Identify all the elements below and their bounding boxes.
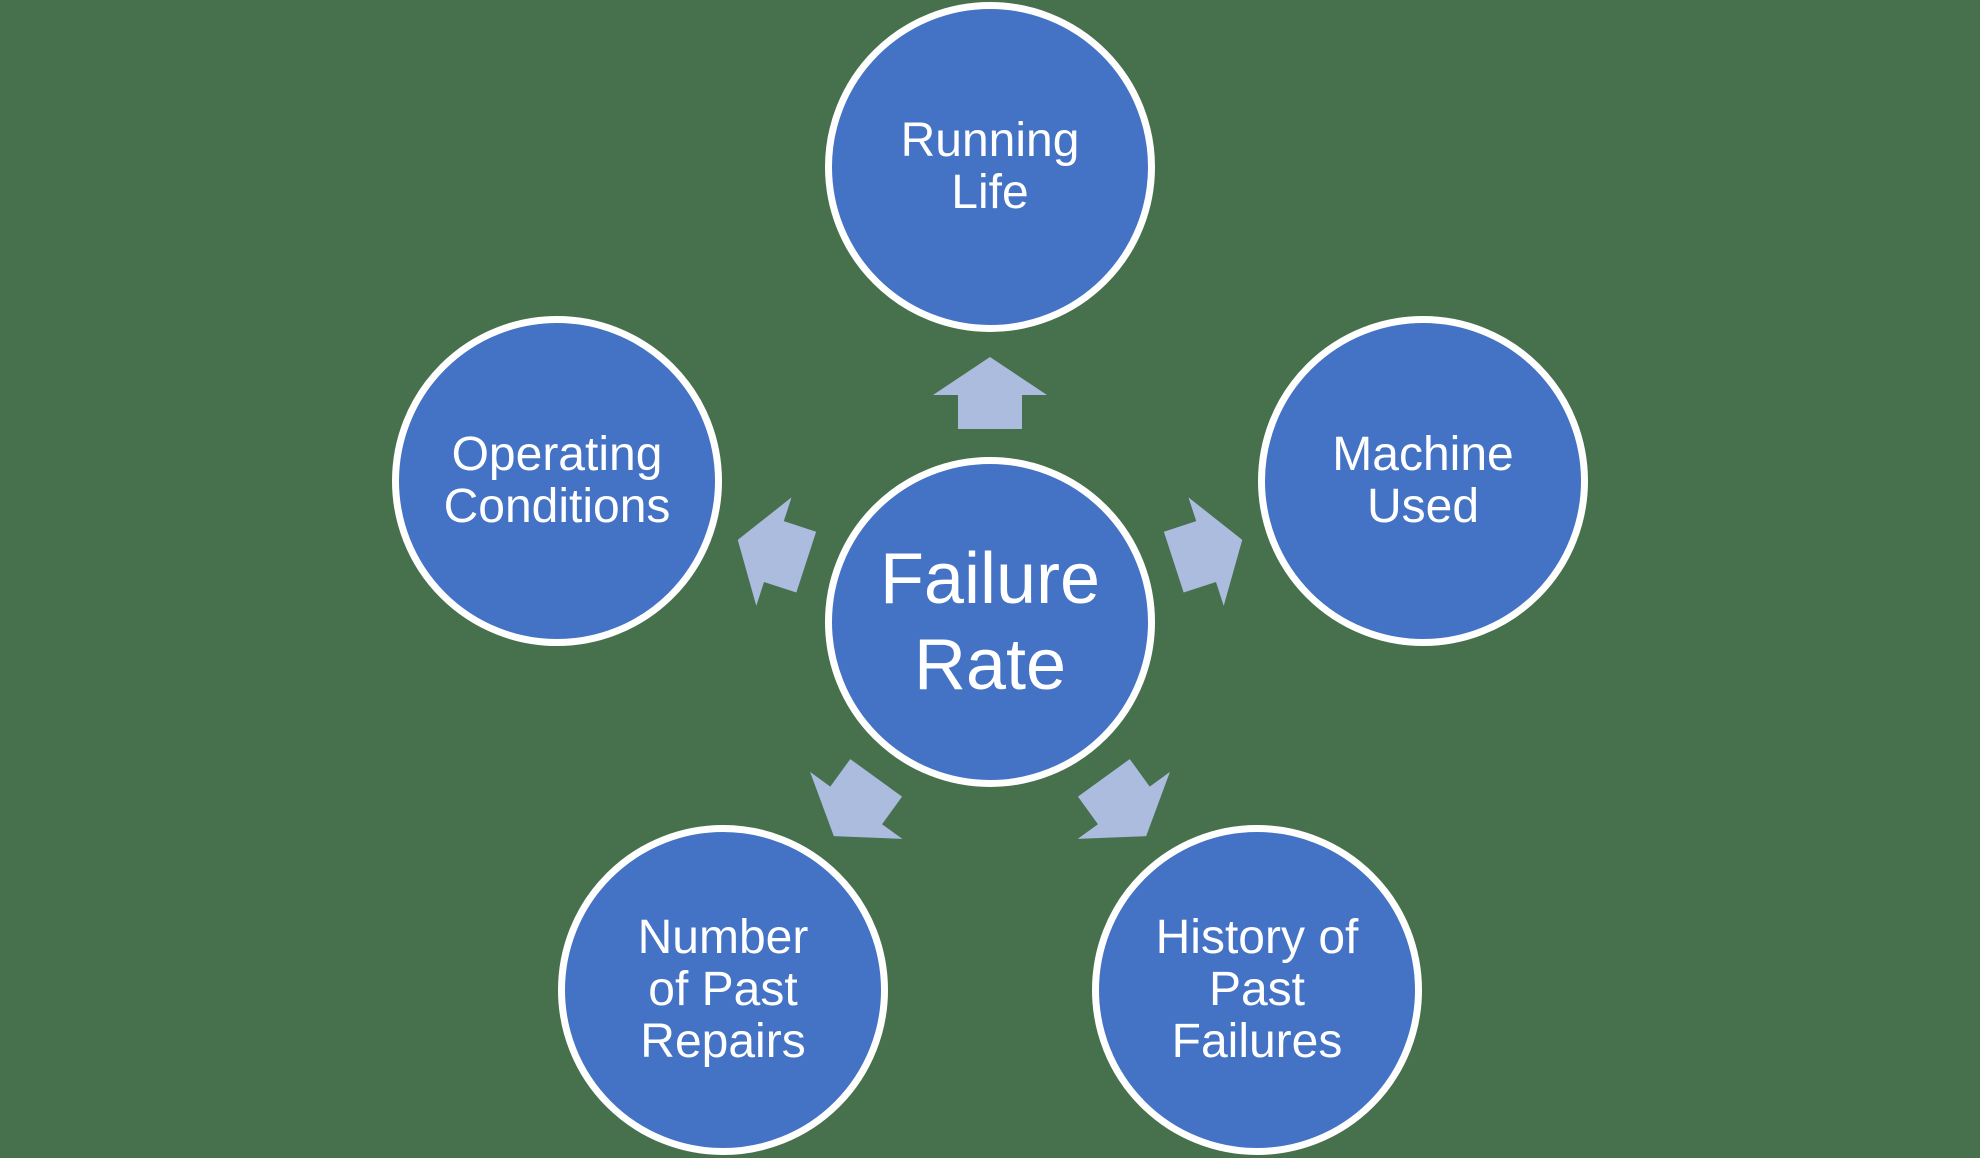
arrow-to-running-life-icon xyxy=(933,357,1047,429)
arrow-to-machine-used-icon xyxy=(1163,497,1243,606)
arrow-to-operating-conditions-icon xyxy=(737,497,817,606)
arrow-to-history-of-past-failures-icon xyxy=(1077,759,1170,839)
arrow-to-number-of-past-repairs-icon xyxy=(810,759,903,839)
